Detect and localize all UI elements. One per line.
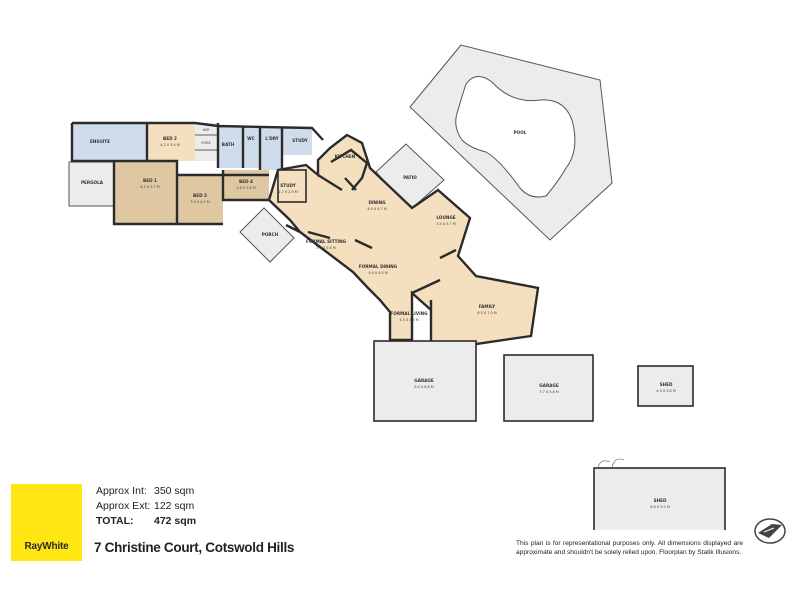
garage1-dims: 6.4 X 6.8 M (414, 385, 433, 389)
lounge-label: LOUNGE (436, 215, 455, 220)
bed1-label: BED 1 (143, 178, 157, 183)
shed-large-dims: 8.6 X 5.0 M (650, 505, 669, 509)
area-summary: Approx Int: 350 sqm Approx Ext: 122 sqm … (96, 485, 244, 530)
porch: PORCH (239, 207, 295, 263)
garage1-label: GARAGE (414, 378, 434, 383)
bedroom-wing: ENSUITE BED 2 4.2 X 3.4 M BED 1 6.2 X 5.… (70, 121, 324, 226)
kitchen-label: KITCHEN (335, 154, 356, 159)
dining-dims: 4.4 X 4.7 M (367, 207, 386, 211)
shed-small-dims: 4.0 X 3.8 M (656, 389, 675, 393)
formal-sitting-dims: 5.7 X 5.6 M (316, 246, 335, 250)
wir-label: WIR (203, 128, 210, 132)
bed2-dims: 4.2 X 3.4 M (160, 143, 179, 147)
shed-small: SHED 4.0 X 3.8 M (637, 365, 694, 407)
formal-living-dims: 4.5 X 3.5 M (399, 318, 418, 322)
pergola-label: PERGOLA (81, 180, 104, 185)
shed-small-label: SHED (660, 382, 673, 387)
disclaimer-text: This plan is for representational purpos… (516, 540, 743, 556)
area-value: 472 sqm (154, 515, 197, 527)
lounge-dims: 5.4 X 5.7 M (436, 222, 455, 226)
area-row-ext: Approx Ext: 122 sqm (96, 500, 244, 515)
bath-label: BATH (222, 142, 235, 147)
study-dims: 2.7 X 2.9 M (278, 190, 297, 194)
formal-living-label: FORMAL LIVING (390, 311, 428, 316)
area-row-total: TOTAL: 472 sqm (96, 515, 244, 530)
floor-plan: POOL PATIO PERGOLA PORCH ENSUITE BED 2 4… (68, 44, 694, 422)
robe-label: ROBE (201, 141, 211, 145)
bed1-dims: 6.2 X 5.7 M (140, 185, 159, 189)
raywhite-logo: RayWhite (11, 484, 82, 561)
formal-dining-dims: 9.0 X 4.0 M (368, 271, 387, 275)
ensuite-label: ENSUITE (90, 139, 110, 144)
bed4-dims: 3.6 X 3.8 M (236, 186, 255, 190)
shed-large-plan: SHED 8.6 X 5.0 M (593, 458, 726, 530)
garage2-dims: 7.7 X 5.8 M (539, 390, 558, 394)
porch-label: PORCH (262, 232, 279, 237)
ldry-label: L'DRY (265, 136, 279, 141)
area-key: Approx Ext: (96, 500, 151, 512)
garage-detached: GARAGE 7.7 X 5.8 M (503, 354, 594, 422)
area-value: 122 sqm (154, 500, 195, 512)
family-label: FAMILY (479, 304, 496, 309)
statik-illusions-mark-icon (754, 518, 786, 544)
bed2-label: BED 2 (163, 136, 177, 141)
dining-label: DINING (368, 200, 386, 205)
area-value: 350 sqm (154, 485, 195, 497)
study-upper-label: STUDY (292, 138, 308, 143)
bed3-dims: 3.0 X 4.7 M (190, 200, 209, 204)
area-row-int: Approx Int: 350 sqm (96, 485, 244, 500)
area-key: Approx Int: (96, 485, 147, 497)
pool-label: POOL (514, 130, 527, 135)
pergola: PERGOLA (68, 161, 115, 207)
wc-label: WC (247, 136, 255, 141)
formal-sitting-label: FORMAL SITTING (306, 239, 347, 244)
shed-large-label: SHED (654, 498, 667, 503)
formal-dining-label: FORMAL DINING (359, 264, 398, 269)
area-key: TOTAL: (96, 515, 134, 527)
study-label: STUDY (280, 183, 296, 188)
pool-area: POOL (409, 44, 613, 241)
raywhite-logo-text: RayWhite (24, 541, 69, 552)
family-dims: 6.0 X 7.0 M (477, 311, 496, 315)
property-address: 7 Christine Court, Cotswold Hills (94, 540, 295, 555)
garage-main: GARAGE 6.4 X 6.8 M (373, 340, 477, 422)
garage2-label: GARAGE (539, 383, 559, 388)
bed4-label: BED 4 (239, 179, 253, 184)
living-area: STUDY 2.7 X 2.9 M KITCHEN DINING 4.4 X 4… (267, 133, 540, 346)
patio-label: PATIO (403, 175, 417, 180)
bed3-label: BED 3 (193, 193, 207, 198)
